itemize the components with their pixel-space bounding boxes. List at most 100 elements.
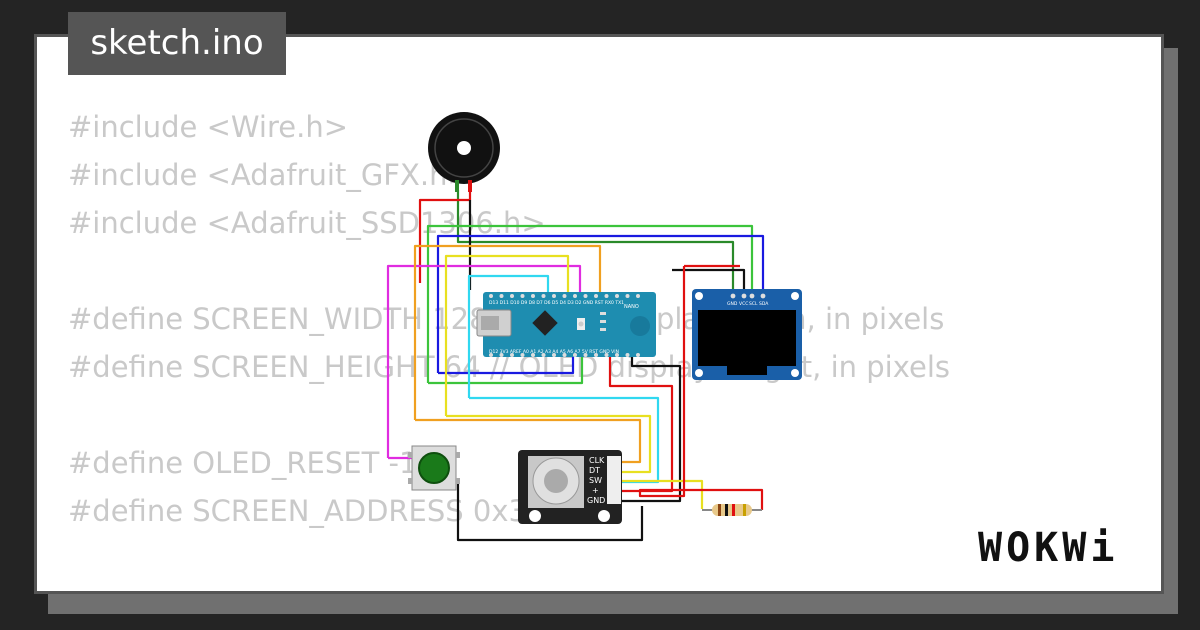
push-button-cap[interactable]: [418, 452, 450, 484]
oled-pin: [741, 293, 747, 299]
encoder-pin-label: CLK: [589, 456, 605, 465]
code-line: #include <Adafruit_GFX.h>: [68, 158, 472, 192]
arduino-label: NANO: [624, 304, 639, 310]
wire-magenta: [386, 264, 582, 458]
encoder-pin-label: SW: [589, 476, 602, 485]
wire-red-buzzer: [418, 190, 472, 283]
code-line: Adafruit_SSD1306 display(SCREEN_WIDTH, S…: [68, 583, 1121, 591]
mount-hole: [791, 292, 799, 300]
code-line: #include <Wire.h>: [68, 110, 349, 144]
oled-pin-label: VCC: [739, 301, 748, 307]
file-tab[interactable]: sketch.ino: [68, 12, 286, 75]
arduino-pin: [604, 353, 609, 357]
arduino-pin: [552, 353, 556, 357]
mount-hole: [529, 510, 541, 522]
arduino-pin: [562, 353, 567, 357]
code-line: #define SCREEN_ADDRESS 0x3C: [68, 494, 548, 528]
rotary-encoder[interactable]: CLK DT SW + GND: [518, 450, 622, 524]
mount-hole: [791, 369, 799, 377]
arduino-pin: [583, 353, 588, 357]
encoder-pin-label: GND: [587, 496, 605, 505]
mount-hole: [598, 510, 610, 522]
encoder-pin-label: +: [592, 486, 599, 495]
arduino-pin: [489, 294, 493, 298]
arduino-logo: [630, 316, 650, 336]
arduino-pin: [510, 353, 514, 357]
arduino-top-header: [490, 294, 650, 299]
wire-blue: [436, 234, 765, 373]
arduino-pin: [615, 294, 619, 298]
push-button-leg: [456, 452, 460, 458]
resistor-band: [732, 504, 735, 516]
oled-pin: [749, 293, 755, 299]
code-line: #define OLED_RESET -1: [68, 446, 418, 480]
resistor-band: [725, 504, 728, 516]
oled-display[interactable]: GND VCC SCL SDA: [692, 289, 802, 380]
wire-black-oled: [672, 268, 746, 296]
oled-pin-label: SCL: [749, 301, 758, 307]
oled-pin: [760, 293, 766, 299]
wokwi-logo: WOKWi: [978, 525, 1119, 571]
arduino-nano[interactable]: D13 D11 D10 D9 D8 D7 D6 D5 D4 D3 D2 GND …: [476, 292, 656, 357]
led: [600, 312, 606, 315]
wires: [386, 190, 765, 542]
wire-yellow-resistor: [622, 479, 704, 509]
arduino-pin: [604, 294, 609, 298]
arduino-pin: [489, 353, 493, 357]
arduino-pin: [562, 294, 567, 298]
arduino-pin: [499, 294, 504, 298]
arduino-pin: [615, 353, 619, 357]
encoder-shaft: [544, 469, 568, 493]
arduino-pin: [531, 294, 535, 298]
arduino-pin: [594, 294, 598, 298]
arduino-bottom-pin-labels: D12 3V3 AREF A0 A1 A2 A3 A4 A5 A6 A7 5V …: [489, 349, 619, 355]
mount-hole: [695, 369, 703, 377]
push-button-leg: [408, 452, 412, 458]
wire-orange-encoder: [415, 418, 642, 464]
wire-black-button: [456, 482, 644, 542]
wire-yellow: [444, 254, 570, 416]
push-button[interactable]: [408, 445, 460, 491]
wire-green-light: [426, 224, 754, 383]
arduino-pin: [520, 294, 525, 298]
arduino-board: [483, 292, 656, 357]
wire-red-resistor: [638, 266, 764, 510]
arduino-pin: [573, 294, 577, 298]
oled-ribbon: [727, 366, 767, 375]
buzzer-ring: [434, 118, 494, 178]
arduino-top-pin-labels: D13 D11 D10 D9 D8 D7 D6 D5 D4 D3 D2 GND …: [489, 300, 624, 306]
wire-blue-return: [438, 356, 575, 375]
resistor-band: [743, 504, 746, 516]
led: [600, 320, 606, 323]
arduino-pin: [541, 353, 546, 357]
resistor-band: [718, 504, 721, 516]
usb-port-inner: [481, 316, 499, 330]
mcu-chip: [532, 310, 558, 336]
led: [600, 328, 606, 331]
oled-pin-label: SDA: [759, 301, 769, 307]
resistor[interactable]: [702, 504, 762, 516]
push-button-leg: [408, 478, 412, 484]
arduino-pin: [625, 353, 630, 357]
arduino-pin: [625, 294, 630, 298]
arduino-pin: [510, 294, 514, 298]
arduino-pin: [583, 294, 588, 298]
arduino-pin: [594, 353, 598, 357]
wire-orange: [413, 244, 602, 420]
push-button-leg: [456, 478, 460, 484]
encoder-pin-label: DT: [589, 466, 600, 475]
wire-black-encoder: [622, 356, 682, 503]
reset-button-cap: [578, 321, 584, 327]
wire-green-dark: [456, 190, 735, 296]
encoder-header: [607, 456, 621, 504]
arduino-pin: [499, 353, 504, 357]
oled-pin-label: GND: [727, 301, 738, 307]
wire-cyan: [467, 274, 550, 398]
arduino-pin: [636, 353, 640, 357]
buzzer-hole: [457, 141, 471, 155]
arduino-pin: [552, 294, 556, 298]
code-line: #include <Adafruit_SSD1306.h>: [68, 206, 546, 240]
arduino-pin: [573, 353, 577, 357]
buzzer[interactable]: [428, 112, 500, 192]
